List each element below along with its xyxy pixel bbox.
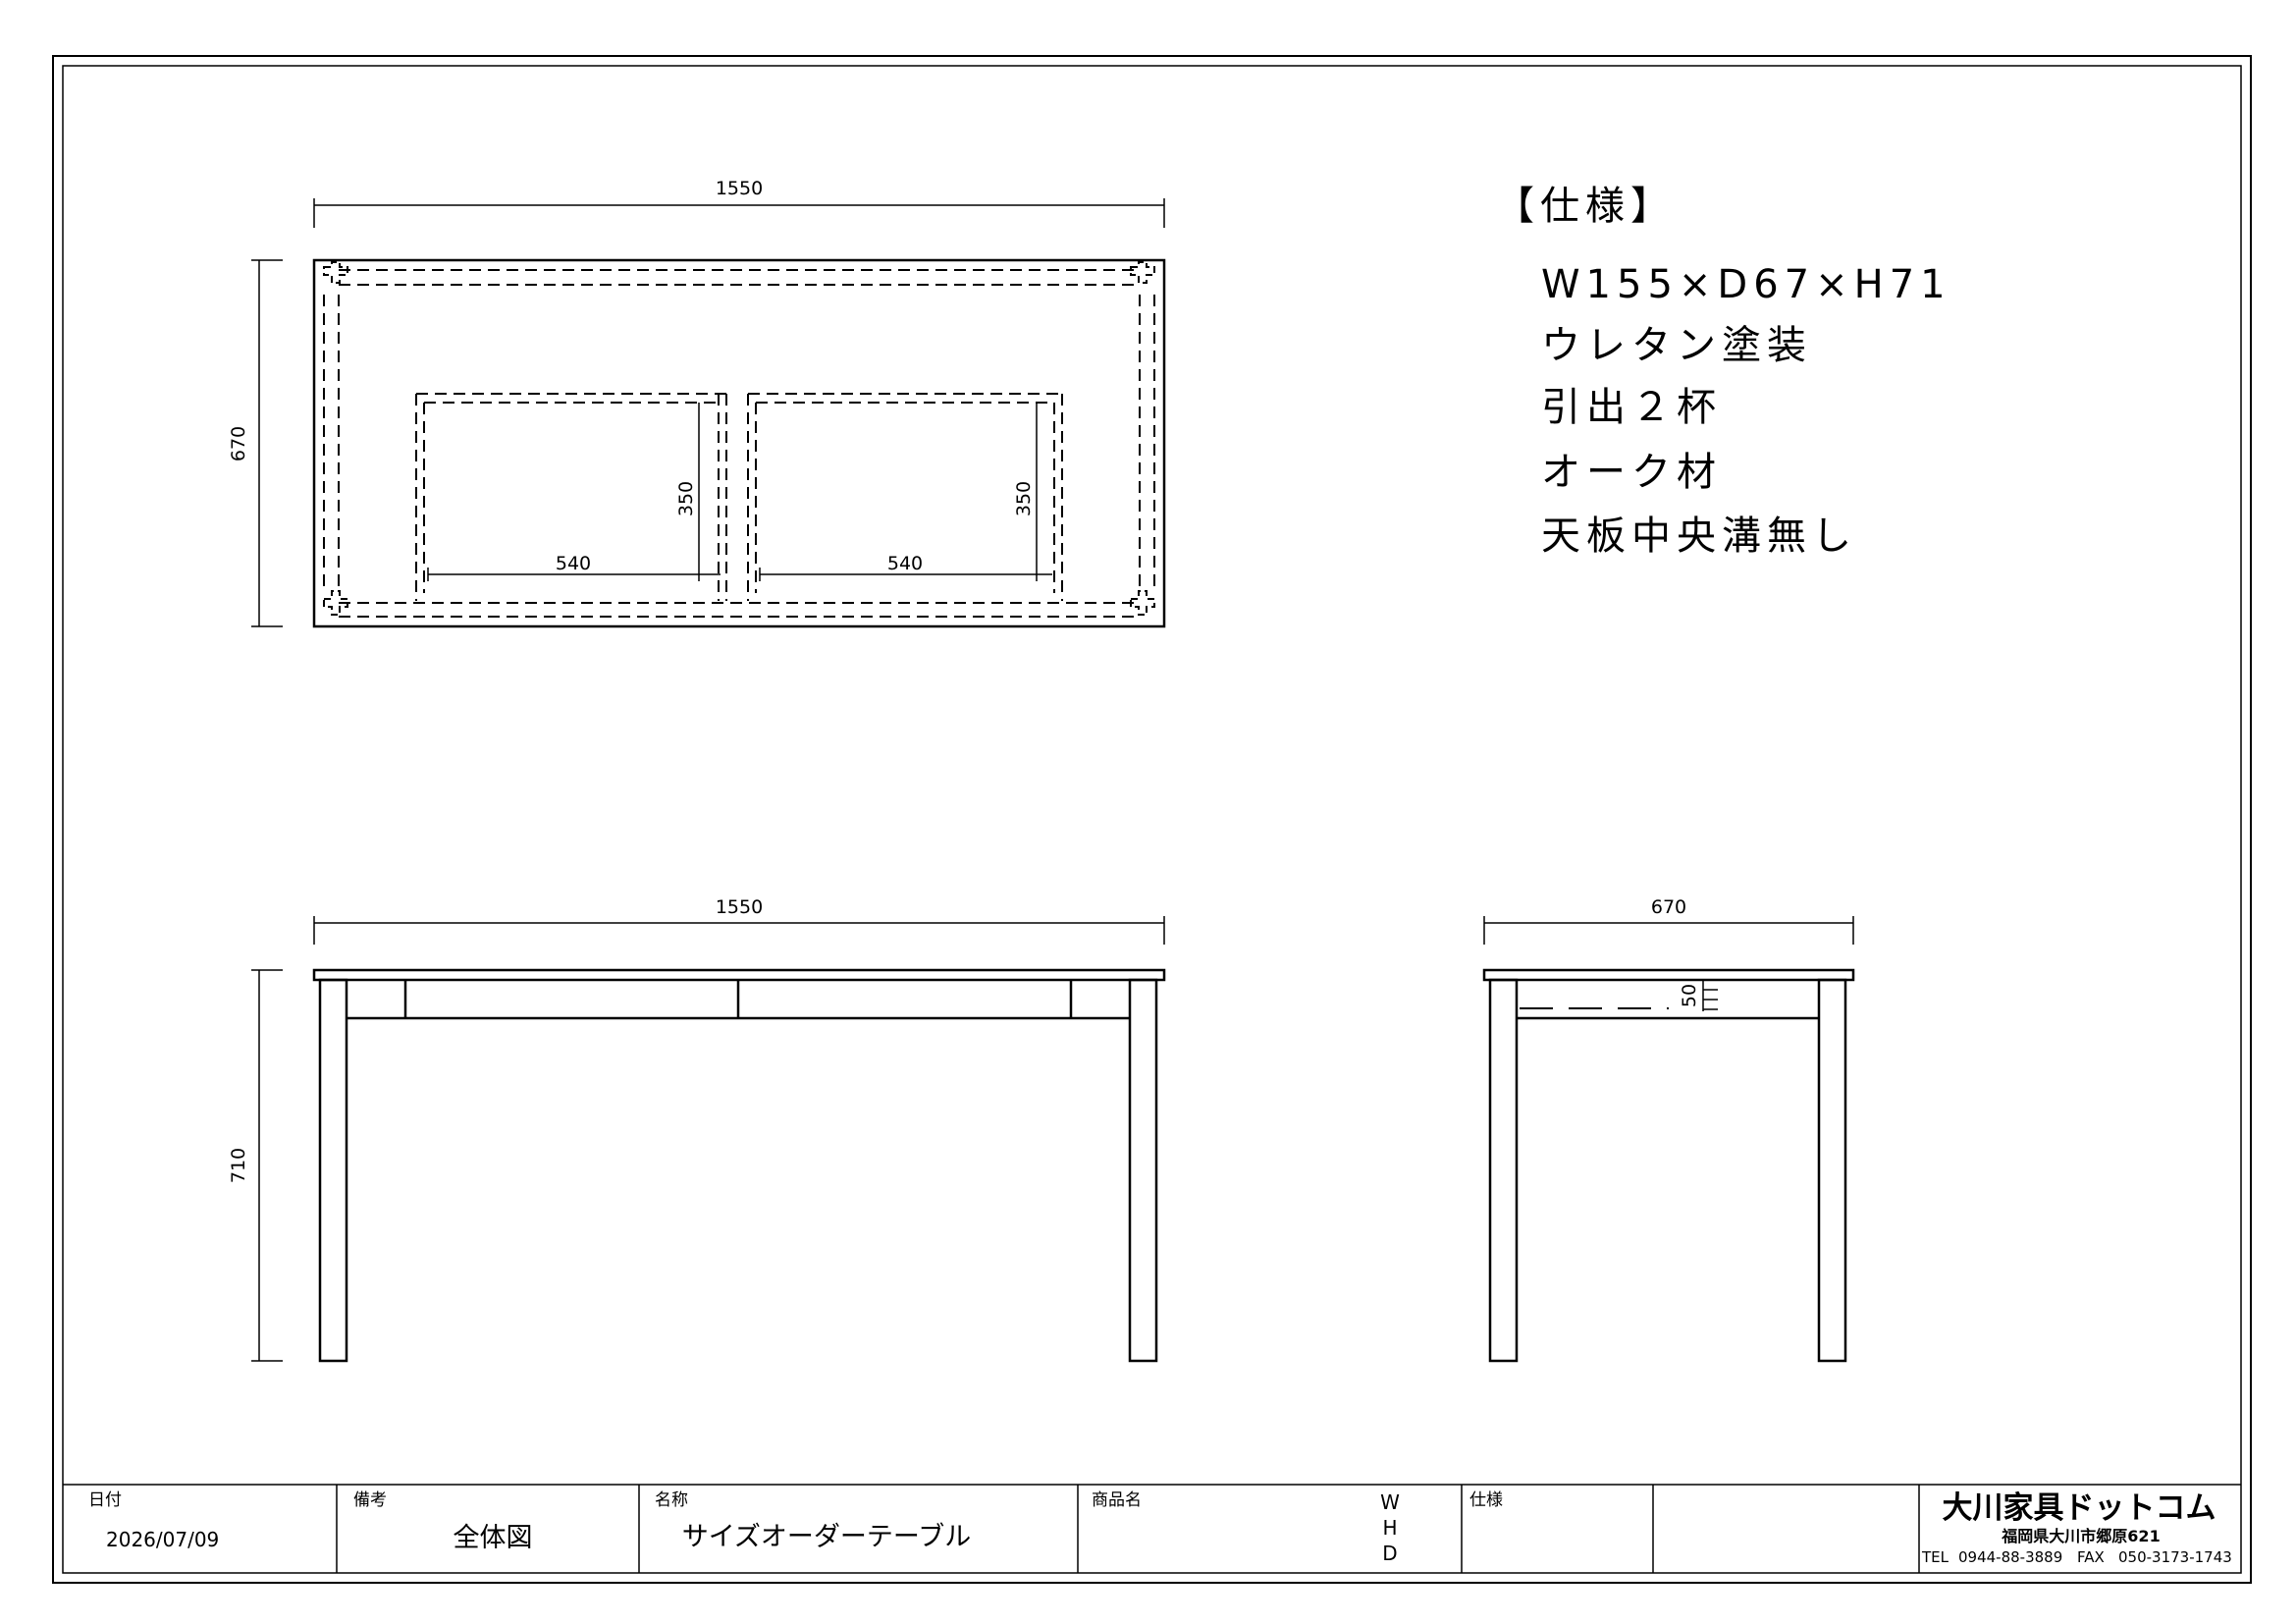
drawer-1-width-label: 540 [556,553,591,574]
tabletop-outline [312,258,1166,628]
top-view: 1550 670 [228,178,1166,628]
whd-h: H [1382,1516,1397,1540]
name-value: サイズオーダーテーブル [682,1522,972,1552]
front-view: 1550 710 [228,896,1166,1363]
side-width-dimension [1483,916,1854,945]
front-width-dimension [313,916,1165,945]
fax-number: 050-3173-1743 [2118,1548,2232,1566]
top-width-label: 1550 [716,178,763,199]
fax-label: FAX [2077,1548,2105,1566]
front-height-label: 710 [228,1148,249,1183]
drawer-dimension-lines [427,403,1052,581]
spec-line-top-groove: 天板中央溝無し [1541,514,1857,559]
date-value: 2026/07/09 [106,1528,219,1551]
hidden-frame-lines [323,269,1155,618]
side-apron-label: 50 [1679,984,1700,1007]
drawer-2-depth-label: 350 [1013,481,1035,516]
tel-number: 0944-88-3889 [1958,1548,2062,1566]
top-width-dimension [313,198,1165,228]
drawer-2-width-label: 540 [887,553,923,574]
side-table-outline [1482,968,1855,1363]
whd-w: W [1380,1490,1400,1514]
top-depth-dimension [251,259,283,627]
front-table-outline [312,968,1166,1363]
company-name: 大川家具ドットコム [1943,1490,2216,1526]
spec-line-finish: ウレタン塗装 [1541,323,1812,368]
spec-heading: 【仕様】 [1495,184,1676,229]
spec-line-drawers: 引出２杯 [1541,385,1722,430]
remarks-value: 全体図 [454,1523,533,1553]
name-label: 名称 [655,1490,688,1510]
sheet-border [52,55,2252,1584]
tel-label: TEL [1921,1548,1949,1566]
remarks-label: 備考 [353,1490,387,1510]
date-label: 日付 [88,1490,122,1510]
front-width-label: 1550 [716,896,763,918]
leg-corner-markers [323,261,1155,616]
spec-line-dimensions: W155×D67×H71 [1541,262,1951,307]
side-apron-dimension [1702,980,1718,1011]
spec-label: 仕様 [1469,1490,1503,1510]
spec-line-material: オーク材 [1541,450,1722,495]
title-block [63,1484,2241,1573]
spec-block: 【仕様】 W155×D67×H71 ウレタン塗装 引出２杯 オーク材 天板中央溝… [1495,184,1951,559]
side-view: 670 50 [1482,896,1855,1363]
front-height-dimension [251,969,283,1362]
drawer-1-depth-label: 350 [675,481,697,516]
drawer-hidden-outlines [415,393,1063,601]
product-label: 商品名 [1092,1490,1142,1510]
company-address: 福岡県大川市郷原621 [2001,1527,2160,1545]
top-depth-label: 670 [228,426,249,461]
whd-d: D [1382,1542,1397,1565]
side-width-label: 670 [1651,896,1686,918]
